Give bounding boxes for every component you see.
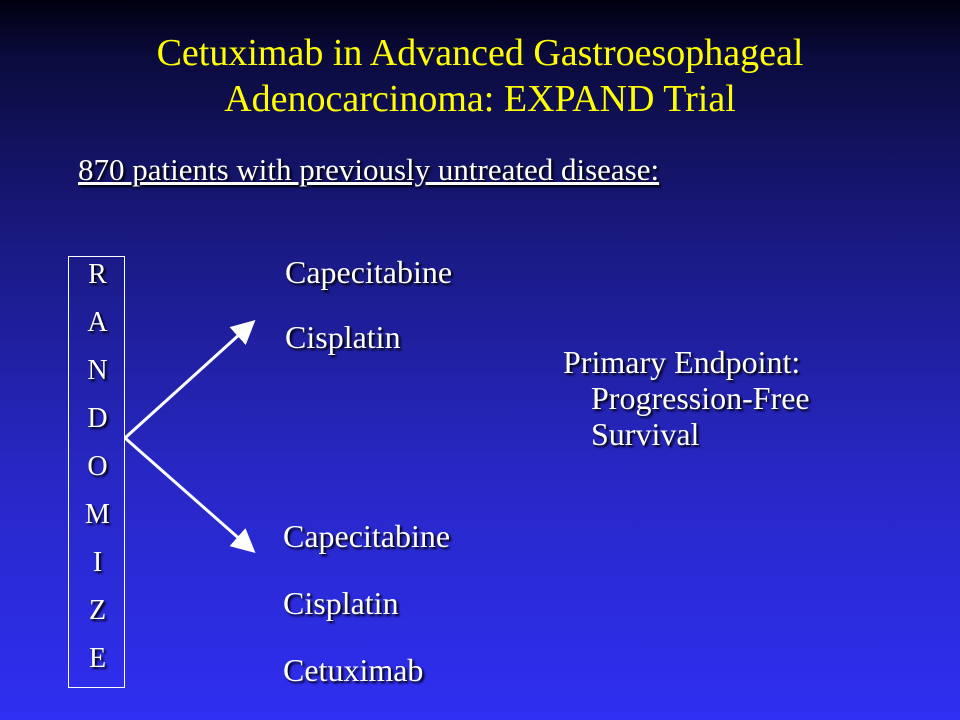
randomize-letter: I <box>92 547 103 578</box>
randomize-letter: M <box>85 499 110 530</box>
randomize-letter: Z <box>88 595 107 626</box>
randomize-letter: R <box>88 259 107 290</box>
arrow-to-control-arm <box>123 319 256 440</box>
randomize-letter: E <box>88 643 107 674</box>
randomize-letter: A <box>87 307 108 338</box>
cetuximab-arm-drug: Cetuximab <box>283 652 424 688</box>
endpoint-value-line-1: Progression-Free <box>591 380 810 416</box>
randomize-letter: O <box>87 451 108 482</box>
patient-count-heading: 870 patients with previously untreated d… <box>78 152 660 187</box>
cetuximab-arm-drug: Capecitabine <box>283 518 451 554</box>
control-arm-drug: Capecitabine <box>285 254 453 290</box>
randomize-letter: N <box>87 355 108 386</box>
slide-title-line-1: Cetuximab in Advanced Gastroesophageal <box>156 32 804 74</box>
endpoint-label: Primary Endpoint: <box>563 344 801 380</box>
randomize-letter: D <box>87 403 108 434</box>
primary-endpoint: Primary Endpoint: Progression-Free Survi… <box>563 344 810 452</box>
slide-title-line-2: Adenocarcinoma: EXPAND Trial <box>224 78 736 120</box>
cetuximab-arm-drug: Cisplatin <box>283 585 399 621</box>
endpoint-value-line-2: Survival <box>591 416 700 452</box>
slide-title: Cetuximab in Advanced Gastroesophageal A… <box>0 30 960 122</box>
control-arm-drug: Cisplatin <box>285 319 401 355</box>
arrow-to-cetuximab-arm <box>124 436 256 553</box>
randomize-box: R A N D O M I Z E <box>68 256 125 688</box>
